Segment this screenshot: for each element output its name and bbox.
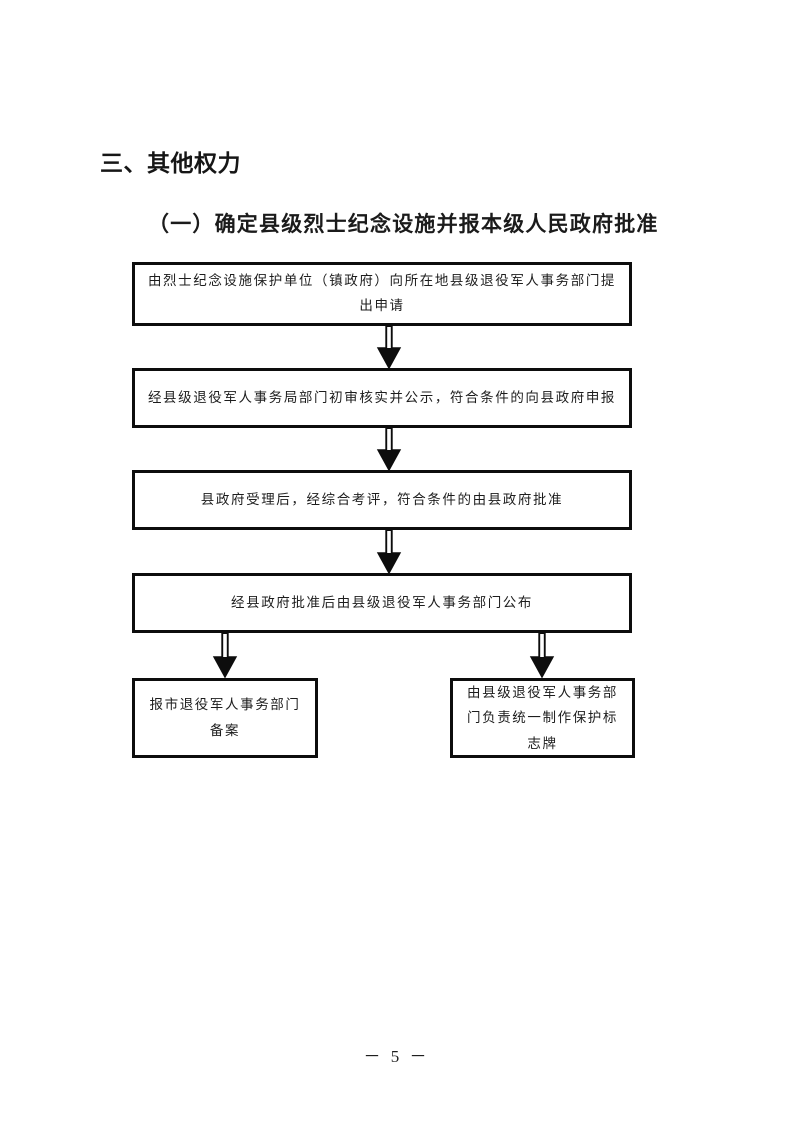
flow-node-b2: 由县级退役军人事务部门负责统一制作保护标志牌 [450, 678, 635, 758]
flow-node-n1-label: 由烈士纪念设施保护单位（镇政府）向所在地县级退役军人事务部门提出申请 [147, 273, 617, 313]
flow-node-n1: 由烈士纪念设施保护单位（镇政府）向所在地县级退役军人事务部门提出申请 [132, 262, 632, 326]
sub-heading: （一）确定县级烈士纪念设施并报本级人民政府批准 [148, 212, 659, 237]
flow-arrow-n4-b1 [212, 633, 238, 679]
page-number: － 5 － [363, 1047, 430, 1066]
flow-arrow-n2-n3 [376, 428, 402, 472]
flow-node-n4-label: 经县政府批准后由县级退役军人事务部门公布 [231, 594, 533, 610]
section-heading: 三、其他权力 [100, 151, 241, 178]
flow-node-b2-label: 由县级退役军人事务部门负责统一制作保护标志牌 [467, 684, 618, 751]
flow-node-n4: 经县政府批准后由县级退役军人事务部门公布 [132, 573, 632, 633]
flow-arrow-n3-n4 [376, 530, 402, 575]
flow-node-n2: 经县级退役军人事务局部门初审核实并公示，符合条件的向县政府申报 [132, 368, 632, 428]
flow-node-n2-label: 经县级退役军人事务局部门初审核实并公示，符合条件的向县政府申报 [147, 389, 617, 405]
flow-node-b1: 报市退役军人事务部门备案 [132, 678, 318, 758]
flow-node-n3: 县政府受理后，经综合考评，符合条件的由县政府批准 [132, 470, 632, 530]
flow-node-b1-label: 报市退役军人事务部门备案 [149, 697, 301, 738]
flow-arrow-n4-b2 [529, 633, 555, 679]
flow-arrow-n1-n2 [376, 326, 402, 370]
flow-node-n3-label: 县政府受理后，经综合考评，符合条件的由县政府批准 [200, 491, 564, 507]
